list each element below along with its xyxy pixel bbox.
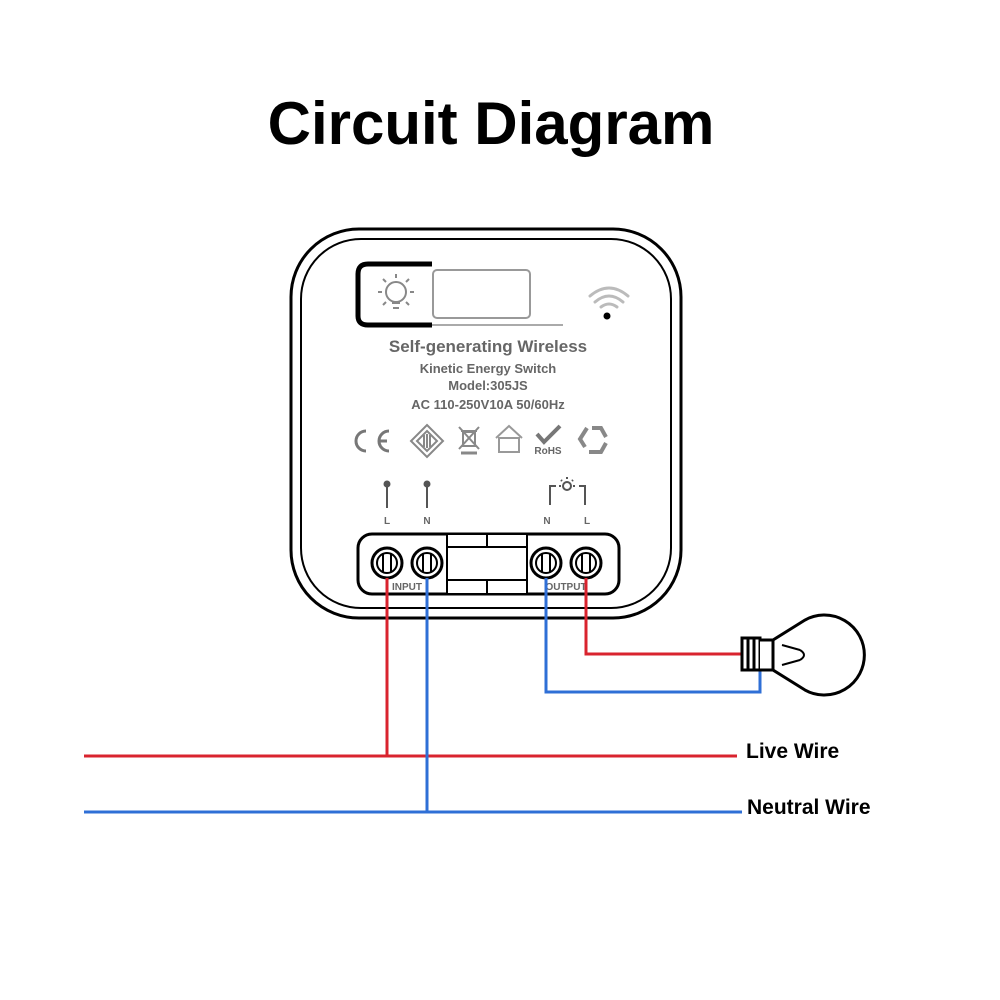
- rohs-label: RoHS: [534, 446, 562, 457]
- device-line-3: Model:305JS: [448, 378, 528, 393]
- neutral-wire-paths: [84, 578, 762, 814]
- live-wire-label: Live Wire: [746, 740, 839, 763]
- terminal-screw-input-n: [410, 546, 444, 580]
- light-bulb-icon: [378, 274, 414, 309]
- rohs-check-icon: RoHS: [534, 424, 562, 457]
- terminal-screw-output-l: [569, 546, 603, 580]
- device-line-2: Kinetic Energy Switch: [420, 361, 557, 376]
- status-led-dot: [603, 312, 611, 320]
- ce-mark-icon: [354, 429, 390, 453]
- input-label: INPUT: [392, 582, 422, 593]
- weee-bin-icon: [458, 426, 480, 455]
- terminal-screw-output-n: [529, 546, 563, 580]
- input-n-label: N: [423, 516, 430, 527]
- output-l-label: L: [584, 516, 590, 527]
- pairing-button: [432, 269, 531, 319]
- output-load-symbol: [549, 477, 586, 505]
- input-terminal-markers: [383, 480, 431, 508]
- output-label: OUTPUT: [545, 582, 586, 593]
- double-insulation-icon: [409, 423, 445, 459]
- diagram-title: Circuit Diagram: [267, 90, 715, 157]
- indoor-use-icon: [495, 424, 523, 453]
- recycle-icon: [577, 426, 608, 454]
- lamp-bulb-icon: [740, 613, 866, 697]
- device-line-1: Self-generating Wireless: [389, 337, 587, 356]
- neutral-wire-label: Neutral Wire: [747, 796, 871, 819]
- led-indicator-panel: [355, 261, 563, 328]
- output-n-label: N: [543, 516, 550, 527]
- terminal-screw-input-l: [370, 546, 404, 580]
- device-line-4: AC 110-250V10A 50/60Hz: [411, 397, 565, 412]
- live-wire-paths: [84, 578, 742, 758]
- input-l-label: L: [384, 516, 390, 527]
- wifi-icon: [588, 286, 630, 309]
